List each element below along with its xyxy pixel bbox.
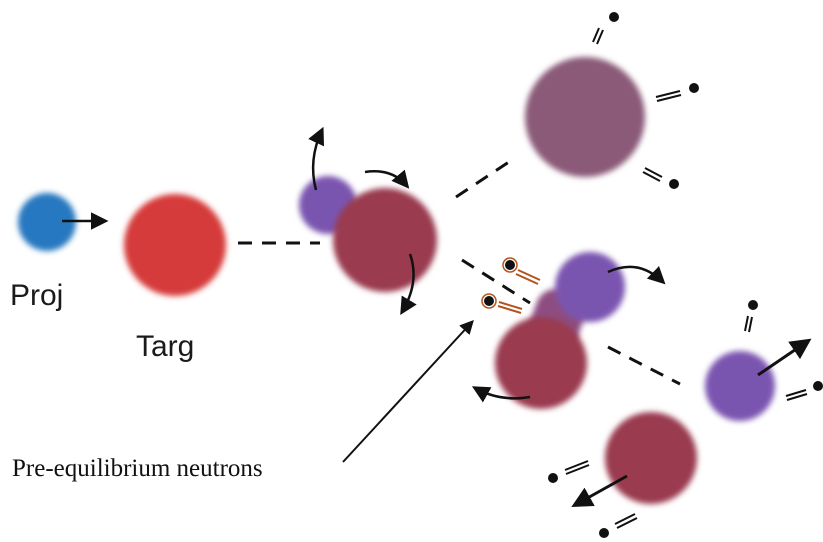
projectile-nucleus	[18, 193, 76, 251]
neutron-emission-top	[592, 12, 619, 45]
light-fragment-velocity-arrow	[757, 338, 812, 377]
rotation-arrow-dumbbell-top	[607, 265, 666, 285]
neutron	[599, 528, 609, 538]
rotation-arrow-dumbbell-bottom	[471, 386, 531, 403]
pre-equilibrium-pointer-arrow	[342, 319, 474, 463]
rotation-arrow-top-right	[364, 169, 410, 189]
neutron	[813, 381, 823, 391]
compound-nucleus	[525, 57, 645, 177]
neutron	[548, 473, 558, 483]
dashed-connector-up	[455, 156, 516, 199]
neutron	[689, 83, 699, 93]
dashed-connector-down	[461, 258, 531, 305]
light-fragment	[705, 351, 775, 421]
rotation-arrow-top-left	[308, 126, 325, 191]
dashed-connector-fragments	[607, 345, 681, 386]
pre-equilibrium-label: Pre-equilibrium neutrons	[12, 455, 263, 482]
neutron-emission-right	[655, 83, 699, 102]
dinuclear-large-nucleus	[333, 188, 437, 292]
neutron	[505, 260, 515, 270]
neutron	[609, 12, 619, 22]
neutron-emission-fragment-right	[785, 381, 823, 401]
pre-equilibrium-neutron-pair	[481, 257, 541, 314]
dumbbell-heavy-fragment	[495, 317, 587, 409]
target-label: Targ	[136, 330, 194, 363]
neutron	[484, 296, 494, 306]
neutron	[748, 300, 758, 310]
dumbbell-light-fragment	[555, 252, 625, 322]
heavy-fragment-velocity-arrow	[571, 474, 628, 508]
neutron-emission-fragment-bottom	[599, 513, 638, 538]
projectile-label: Proj	[10, 279, 63, 312]
rotation-arrow-bottom-right	[400, 253, 417, 316]
neutron	[669, 179, 679, 189]
neutron-emission-fragment-top	[744, 300, 758, 333]
target-nucleus	[124, 194, 226, 296]
neutron-emission-lower-right	[642, 167, 679, 189]
heavy-fragment	[605, 412, 697, 504]
neutron-emission-fragment-left	[548, 460, 590, 483]
